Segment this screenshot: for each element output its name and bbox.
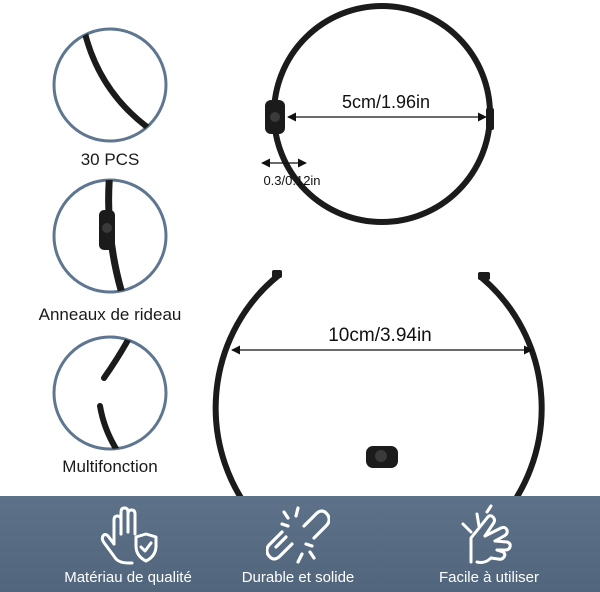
feature-easy: Facile à utiliser [389,496,589,592]
small-ring [265,3,494,225]
feature-easy-label: Facile à utiliser [438,569,540,586]
multi-label: Multifonction [62,457,158,476]
detail-circle-hinge [52,178,168,294]
hand-shield-icon [100,506,158,565]
feature-durable: Durable et solide [198,496,398,592]
small-diameter-label: 5cm/1.96in [342,92,430,112]
feature-quality-label: Matériau de qualité [64,569,192,586]
curtain-label: Anneaux de rideau [38,305,182,324]
count-label: 30 PCS [80,150,140,169]
hand-snap-icon [461,504,512,564]
detail-circle-ring [52,27,168,143]
feature-durable-label: Durable et solide [241,569,355,586]
broken-chain-icon [266,506,330,564]
feature-bar: Matériau de qualité Durable et solide [0,496,600,592]
large-ring [212,270,545,496]
detail-circle-open [52,335,168,451]
large-diameter-label: 10cm/3.94in [328,325,432,346]
thickness-label: 0.3/0.12in [263,173,320,188]
feature-quality: Matériau de qualité [28,496,228,592]
product-illustration: 5cm/1.96in 0.3/0.12in 10cm/3.94in [52,3,545,496]
